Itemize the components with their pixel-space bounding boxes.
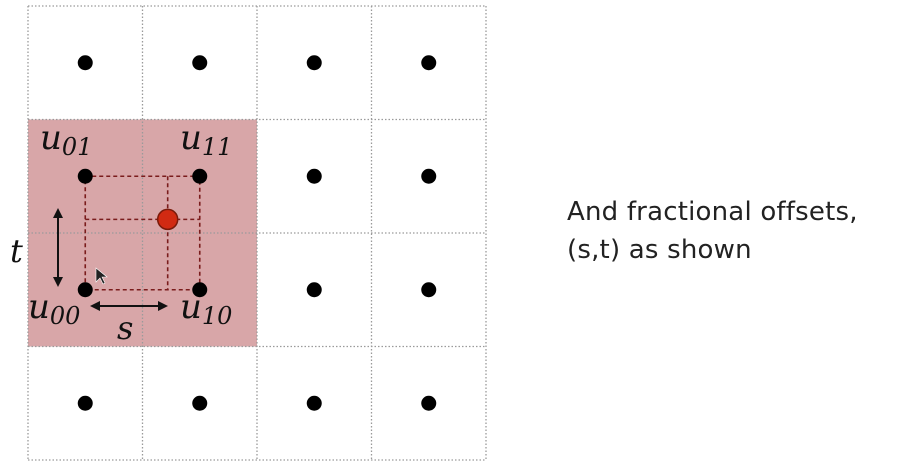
grid-dot bbox=[306, 55, 322, 71]
grid-dot bbox=[192, 168, 208, 184]
interpolated-sample-point bbox=[156, 208, 179, 231]
label-u11: u11 bbox=[180, 118, 232, 161]
bilinear-grid-diagram: u01 u11 u00 u10 s t bbox=[10, 5, 487, 461]
caption-line-1: And fractional offsets, bbox=[567, 197, 858, 227]
label-u10: u10 bbox=[180, 287, 232, 330]
caption-line-2: (s,t) as shown bbox=[567, 235, 752, 265]
label-u01: u01 bbox=[40, 118, 92, 161]
label-t: t bbox=[10, 232, 23, 270]
grid-dot bbox=[421, 395, 437, 411]
grid-lines bbox=[27, 5, 487, 461]
grid-dot bbox=[421, 168, 437, 184]
grid-dot bbox=[421, 55, 437, 71]
grid-dot bbox=[77, 282, 93, 298]
grid-dot bbox=[77, 168, 93, 184]
grid-dot bbox=[192, 395, 208, 411]
grid-dot bbox=[421, 282, 437, 298]
caption: And fractional offsets, (s,t) as shown bbox=[567, 193, 912, 269]
grid-dot bbox=[306, 395, 322, 411]
interpolation-dashed-lines bbox=[84, 175, 201, 291]
dashed-quad-outline bbox=[84, 175, 201, 291]
cursor-arrow-icon bbox=[95, 267, 108, 285]
grid-dot bbox=[306, 168, 322, 184]
sample-dots bbox=[77, 55, 437, 411]
label-u00: u00 bbox=[28, 287, 80, 330]
grid-dot bbox=[77, 55, 93, 71]
grid-dot bbox=[77, 395, 93, 411]
grid-dot bbox=[192, 55, 208, 71]
grid-dot bbox=[306, 282, 322, 298]
offset-arrows bbox=[53, 208, 168, 311]
grid-dot bbox=[192, 282, 208, 298]
label-s: s bbox=[117, 309, 133, 347]
